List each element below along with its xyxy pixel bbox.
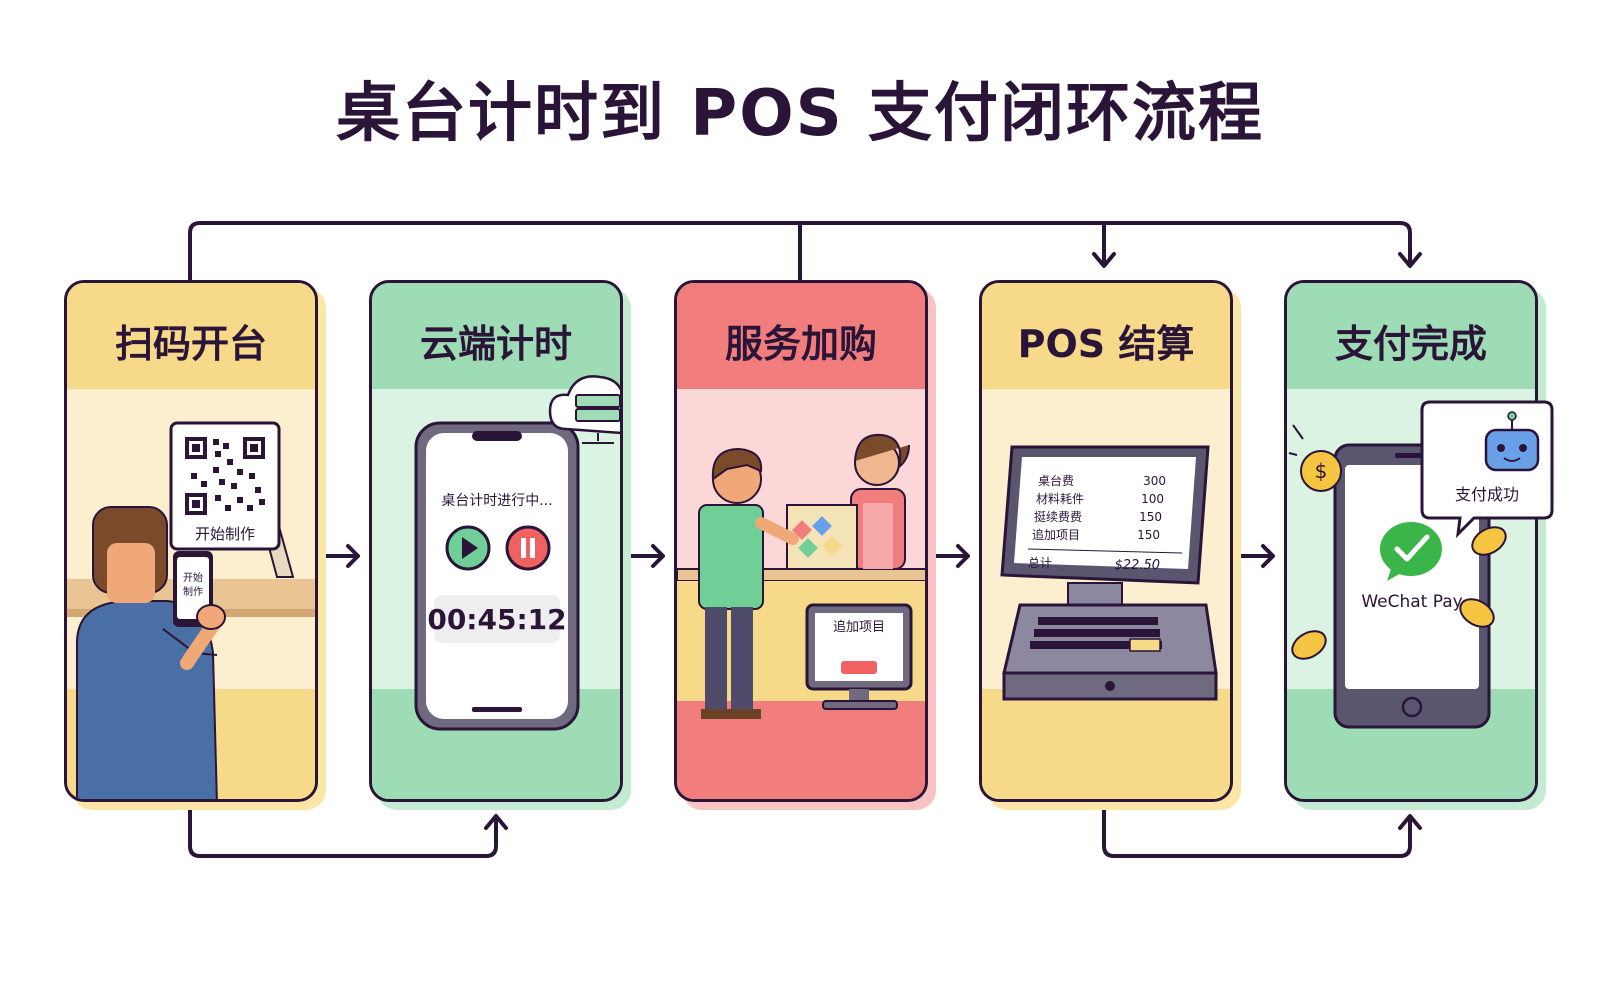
- receipt-amount: 150: [1139, 510, 1162, 524]
- receipt-item: 桌台费: [1038, 473, 1074, 488]
- stage-title: 支付完成: [1334, 322, 1487, 366]
- success-bubble: 支付成功: [1420, 400, 1554, 539]
- robot-icon: [1484, 411, 1540, 472]
- receipt-item: 材料耗件: [1036, 492, 1084, 506]
- paid-illustration: WeChat Pay $: [1288, 424, 1507, 729]
- receipt-amount: 300: [1143, 474, 1166, 488]
- cloud-server-icon: [548, 375, 620, 444]
- stage-title: 扫码开台: [114, 322, 267, 366]
- arrow-1-2: [318, 544, 360, 568]
- receipt-item: 挺续费费: [1034, 509, 1082, 524]
- scan-illustration: 开始制作 开始 制作: [67, 421, 315, 799]
- stage-title: 服务加购: [724, 322, 877, 366]
- arrow-2-3: [623, 544, 665, 568]
- play-button[interactable]: [445, 525, 491, 571]
- receipt-item: 追加项目: [1032, 527, 1080, 542]
- stage-card-scan: 扫码开台 开始制作 开始 制作: [64, 280, 318, 802]
- payment-brand: WeChat Pay: [1361, 592, 1462, 612]
- coin-icon: $: [1291, 450, 1507, 660]
- qr-caption: 开始制作: [195, 525, 255, 543]
- pause-button[interactable]: [505, 525, 551, 571]
- receipt-amount: 100: [1141, 492, 1164, 506]
- receipt-total-amount: $22.50: [1115, 558, 1161, 573]
- stage-card-timing: 云端计时 桌台计时进行中... 00:45:12: [369, 280, 623, 802]
- terminal-label: 追加项目: [833, 619, 885, 635]
- phone-text-line1: 开始: [183, 571, 203, 584]
- timer-display: 00:45:12: [427, 603, 566, 636]
- stage-title: POS 结算: [1017, 322, 1195, 366]
- phone-text-line2: 制作: [183, 585, 203, 598]
- svg-text:$: $: [1315, 459, 1328, 483]
- stage-card-service: 服务加购 追加项目: [674, 280, 928, 802]
- wechat-pay-icon: [1380, 522, 1442, 581]
- page-title: 桌台计时到 POS 支付闭环流程: [336, 77, 1264, 151]
- success-text: 支付成功: [1455, 485, 1519, 504]
- timer-status: 桌台计时进行中...: [441, 493, 552, 509]
- bottom-connector-1: [188, 800, 498, 858]
- arrow-3-4: [928, 544, 970, 568]
- receipt-total-label: 总计: [1028, 556, 1052, 570]
- arrow-4-5: [1233, 544, 1275, 568]
- bottom-connector-2: [1102, 800, 1412, 858]
- service-illustration: 追加项目: [677, 433, 925, 719]
- qr-code-icon: [185, 437, 265, 515]
- timer-illustration: 桌台计时进行中... 00:45:12: [414, 375, 620, 731]
- pos-illustration: 桌台费 300 材料耗件 100 挺续费费 150 追加项目 150 总计 $2…: [1000, 445, 1218, 701]
- receipt-amount: 150: [1137, 528, 1160, 542]
- stage-card-pos: POS 结算 桌台费 300 材料耗件 100 挺续费费 150 追加项目 15…: [979, 280, 1233, 802]
- stage-title: 云端计时: [419, 322, 572, 366]
